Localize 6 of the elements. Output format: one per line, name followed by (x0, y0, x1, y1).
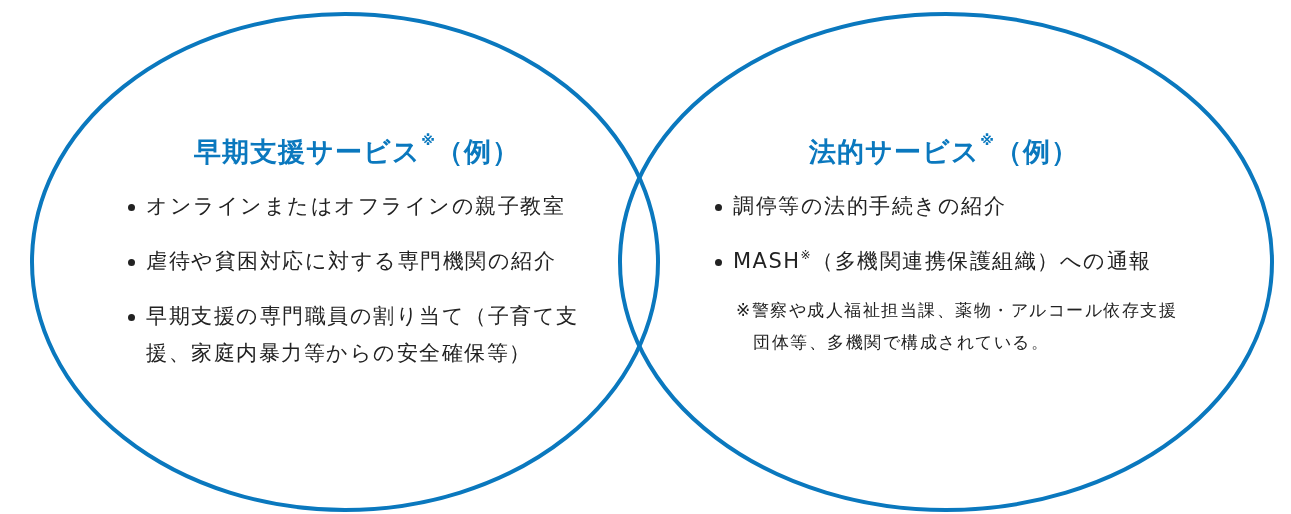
bullet-item: MASH$^{※}$（多機関連携保護組織）への通報 (715, 243, 1203, 280)
bullet-item: オンラインまたはオフラインの親子教室 (128, 188, 616, 225)
bullet-item: 早期支援の専門職員の割り当て（子育て支援、家庭内暴力等からの安全確保等） (128, 298, 596, 372)
bullet-item: 虐待や貧困対応に対する専門機関の紹介 (128, 243, 616, 280)
bullet-item: 調停等の法的手続きの紹介 (715, 188, 1203, 225)
footnote: ※警察や成人福祉担当課、薬物・アルコール依存支援団体等、多機関で構成されている。 (736, 299, 1179, 354)
